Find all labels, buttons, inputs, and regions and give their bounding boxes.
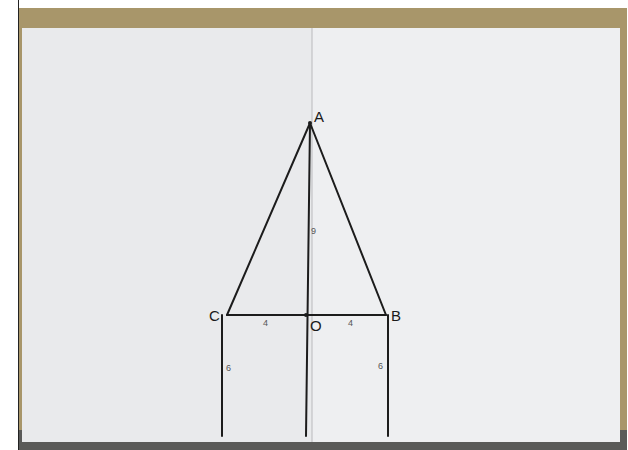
dimension-label: 6 (226, 364, 231, 373)
dimension-label: 4 (263, 319, 268, 328)
paper-sheet (22, 28, 620, 442)
vertex-label: B (391, 308, 401, 323)
vertex-label: C (209, 308, 220, 323)
side-ab (310, 123, 386, 315)
paper-left-half (22, 28, 312, 442)
right-edge (387, 315, 389, 436)
height-ao (306, 123, 310, 436)
table-surface (19, 8, 627, 450)
frame-line (18, 0, 19, 450)
dimension-label: 4 (348, 319, 353, 328)
point-a (308, 121, 312, 125)
point-o (304, 313, 308, 317)
vertex-label: A (314, 109, 324, 124)
dimension-label: 6 (378, 362, 383, 371)
side-ac (227, 123, 310, 315)
base-cb (227, 314, 386, 316)
triangle-figure (222, 123, 388, 436)
dimension-label: 9 (311, 227, 316, 236)
left-edge (221, 315, 223, 436)
point-label: O (310, 318, 322, 333)
